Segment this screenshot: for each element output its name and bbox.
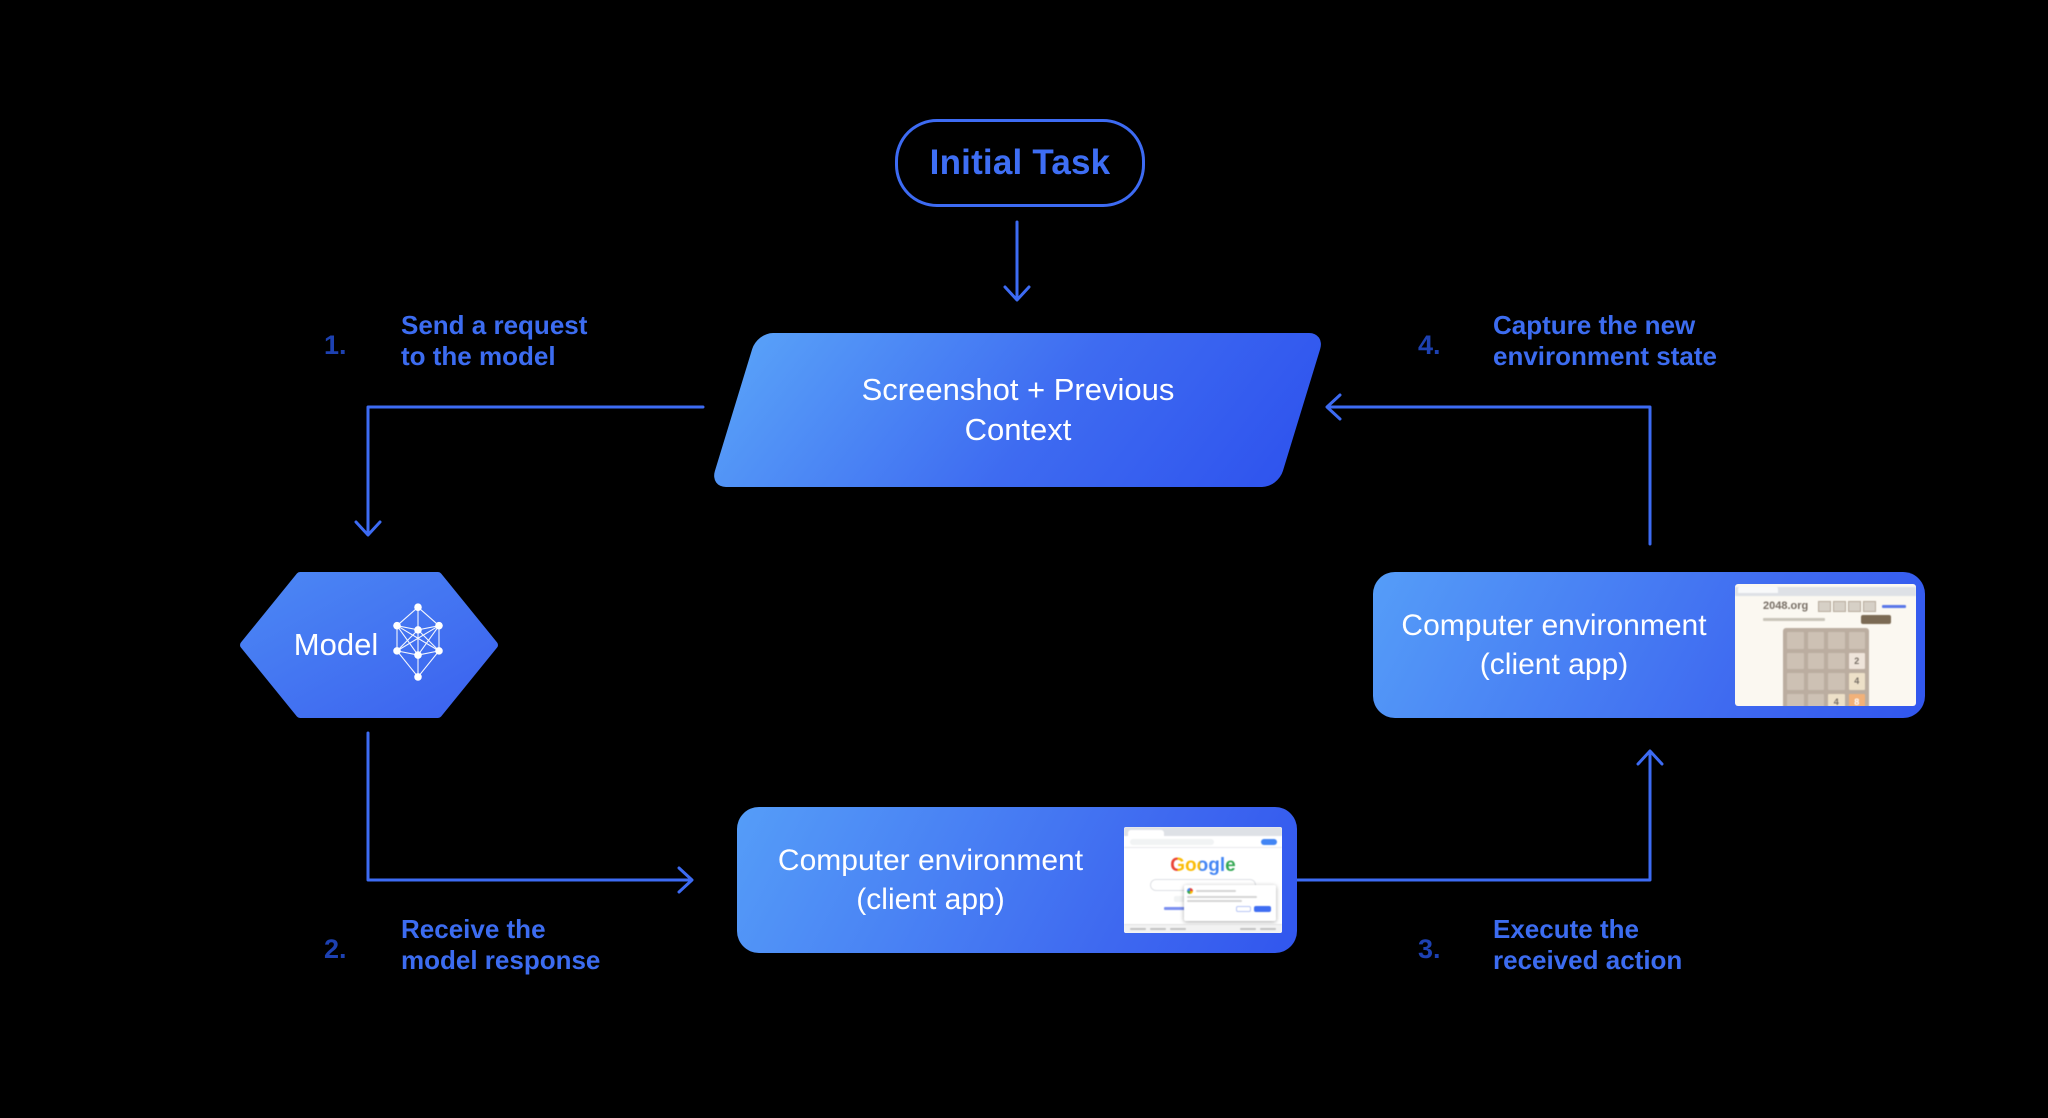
step-1-label: Send a request to the model (401, 310, 587, 372)
computer-environment-node-bottom: Computer environment (client app) Google (737, 807, 1297, 953)
step-1-line2: to the model (401, 341, 556, 371)
arrowhead-down-icon (1003, 285, 1031, 302)
arrowhead-down-icon (354, 520, 382, 537)
initial-task-label: Initial Task (929, 143, 1111, 182)
step-1-number: 1. (324, 330, 347, 360)
step-4-line1: Capture the new (1493, 310, 1696, 340)
screenshot-2048-game: 2048.org 2 4 4 (1735, 584, 1916, 706)
arrowhead-up-icon (1636, 749, 1664, 766)
neural-network-icon (393, 603, 443, 681)
screenshot-2048-content: 2048.org 2 4 4 (1735, 584, 1916, 706)
arrowhead-right-icon (677, 866, 694, 894)
context-node: Screenshot + Previous Context (710, 333, 1326, 487)
tile-4: 4 (1848, 673, 1865, 690)
computer-environment-node-right: Computer environment (client app) 2048.o… (1373, 572, 1925, 718)
step-3-label: Execute the received action (1493, 914, 1682, 976)
game-title: 2048.org (1763, 600, 1809, 612)
arrow-context-to-model (366, 405, 705, 535)
env-bottom-label: Computer environment (client app) (737, 841, 1124, 919)
step-2-number: 2. (324, 934, 347, 964)
google-footer (1124, 924, 1282, 933)
step-3-number: 3. (1418, 934, 1441, 964)
step-2-line1: Receive the (401, 914, 546, 944)
browser-tab-bar (1735, 587, 1916, 596)
cookie-customize-button (1236, 906, 1251, 912)
address-bar (1130, 838, 1214, 845)
tile-4: 4 (1828, 693, 1845, 706)
screenshot-google-homepage: Google (1124, 827, 1282, 933)
google-logo: Google (1124, 856, 1282, 875)
browser-tab-bar (1124, 827, 1282, 836)
google-g-icon (1187, 888, 1193, 894)
arrowhead-left-icon (1325, 393, 1342, 421)
browser-profile-button (1261, 838, 1277, 845)
game-subheader (1763, 615, 1906, 624)
step-2-label: Receive the model response (401, 914, 600, 976)
game-grid: 2 4 4 8 (1783, 628, 1869, 706)
tile-2: 2 (1848, 652, 1865, 669)
context-label-line2: Context (964, 412, 1072, 447)
model-content: Model (240, 572, 498, 718)
arrow-model-to-env (366, 731, 692, 882)
step-1-line1: Send a request (401, 310, 588, 340)
step-3-line1: Execute the (1493, 914, 1639, 944)
screenshot-google-content: Google (1124, 827, 1282, 933)
arrow-env-to-env (1295, 751, 1652, 882)
new-game-button (1861, 615, 1891, 624)
score-boxes (1818, 600, 1877, 612)
context-label-line1: Screenshot + Previous (861, 372, 1175, 408)
step-3-line2: received action (1493, 945, 1683, 975)
step-4-number: 4. (1418, 330, 1441, 360)
model-label: Model (293, 627, 379, 662)
browser-toolbar (1124, 836, 1282, 848)
env-right-label-line2: (client app) (1479, 648, 1629, 681)
env-bottom-label-line2: (client app) (856, 883, 1005, 916)
model-hexagon-shape (240, 572, 498, 718)
step-2-line2: model response (401, 945, 601, 975)
step-4-label: Capture the new environment state (1493, 310, 1717, 372)
cookie-accept-button (1254, 906, 1271, 912)
env-right-label: Computer environment (client app) (1373, 606, 1735, 684)
arrow-env-to-context (1328, 405, 1652, 546)
env-bottom-label-line1: Computer environment (777, 844, 1084, 877)
tile-8: 8 (1848, 693, 1865, 706)
cookie-consent-dialog (1184, 885, 1276, 921)
game-header: 2048.org (1763, 600, 1906, 612)
env-right-label-line1: Computer environment (1401, 609, 1707, 642)
initial-task-node: Initial Task (895, 119, 1145, 207)
context-label: Screenshot + Previous Context (734, 333, 1302, 487)
step-4-line2: environment state (1493, 341, 1717, 371)
model-node: Model (240, 572, 498, 718)
header-link (1882, 604, 1906, 608)
game-instructions-text (1763, 618, 1825, 621)
